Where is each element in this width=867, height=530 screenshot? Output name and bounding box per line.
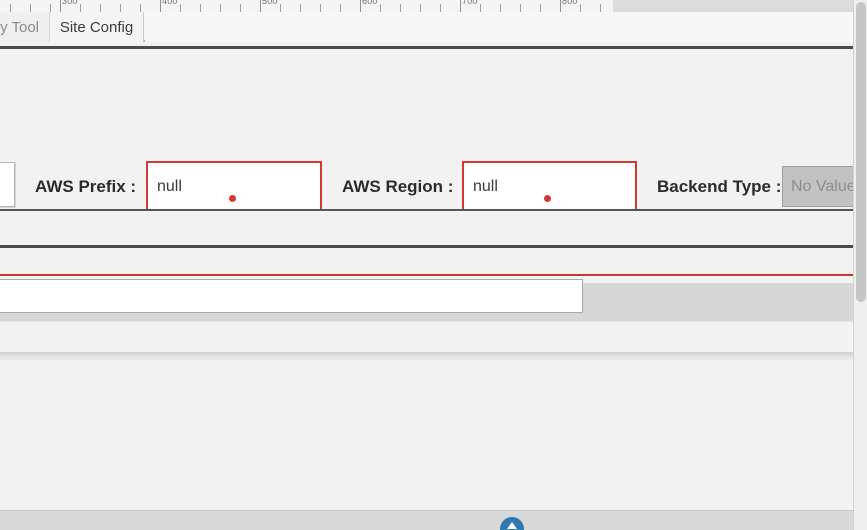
tab-bar-filler [145, 12, 867, 42]
ruler-tick [440, 4, 441, 12]
aws-prefix-required-marker [229, 195, 236, 202]
horizontal-ruler: 300 400 500 600 700 800 [0, 0, 867, 13]
status-bar [0, 510, 867, 530]
content-panel-lower [0, 360, 867, 510]
config-form-row: AWS Prefix : null AWS Region : null Back… [0, 49, 867, 212]
ruler-tick [480, 4, 481, 12]
ruler-tick [400, 4, 401, 12]
ruler-tick [140, 4, 141, 12]
ruler-tick-major [560, 0, 561, 12]
ruler-tick-major [460, 0, 461, 12]
ruler-tick [520, 4, 521, 12]
tab-bar: y Tool Site Config [0, 12, 867, 42]
search-input[interactable] [0, 279, 583, 313]
aws-region-label: AWS Region : [342, 177, 454, 196]
aws-region-value: null [473, 177, 498, 195]
ruler-label: 700 [462, 0, 478, 6]
ruler-label: 400 [162, 0, 178, 6]
ruler-tick [320, 4, 321, 12]
vertical-scrollbar[interactable] [853, 0, 867, 530]
ruler-tick [200, 4, 201, 12]
ruler-tick [180, 4, 181, 12]
ruler-tick-major [260, 0, 261, 12]
aws-prefix-label: AWS Prefix : [35, 177, 137, 196]
ruler-tick-major [360, 0, 361, 12]
mid-section [0, 211, 867, 246]
ruler-tick [120, 4, 121, 12]
backend-type-label: Backend Type : [657, 177, 782, 196]
ruler-label: 600 [362, 0, 378, 6]
ruler-label: 800 [562, 0, 578, 6]
ruler-tick [540, 4, 541, 12]
lower-section [0, 249, 867, 281]
ruler-tick [300, 4, 301, 12]
content-panel-upper [0, 321, 867, 352]
ruler-inactive-zone [613, 0, 867, 12]
error-divider [0, 274, 867, 276]
header-divider [0, 46, 867, 49]
ruler-tick-major [60, 0, 61, 12]
ruler-label: 300 [62, 0, 78, 6]
ruler-tick [500, 4, 501, 12]
section-divider-top [0, 209, 867, 211]
offscreen-input-partial[interactable] [0, 162, 15, 207]
section-divider-bottom [0, 245, 867, 248]
ruler-tick [340, 4, 341, 12]
aws-prefix-value: null [157, 177, 182, 195]
tab-label: Site Config [59, 18, 134, 36]
ruler-tick [100, 4, 101, 12]
aws-prefix-input[interactable]: null [146, 161, 322, 212]
ruler-tick [600, 4, 601, 12]
arrow-glyph [507, 522, 517, 529]
scrollbar-thumb[interactable] [856, 2, 866, 302]
aws-region-input[interactable]: null [462, 161, 637, 212]
ruler-tick [420, 4, 421, 12]
tab-label: y Tool [0, 18, 39, 36]
tab-site-config[interactable]: Site Config [49, 12, 144, 42]
info-up-arrow-icon[interactable] [500, 517, 524, 530]
tab-query-tool[interactable]: y Tool [0, 12, 50, 42]
ruler-tick [10, 4, 11, 12]
ruler-tick [220, 4, 221, 12]
ruler-tick [580, 4, 581, 12]
ruler-tick [380, 4, 381, 12]
backend-type-value: No Value [791, 177, 856, 195]
backend-type-select[interactable]: No Value [782, 166, 867, 207]
ruler-tick [80, 4, 81, 12]
aws-region-required-marker [544, 195, 551, 202]
ruler-tick [240, 4, 241, 12]
ruler-tick [50, 4, 51, 12]
ruler-tick [30, 4, 31, 12]
ruler-label: 500 [262, 0, 278, 6]
ruler-tick-major [160, 0, 161, 12]
ruler-tick [280, 4, 281, 12]
ruler-active-zone [0, 0, 613, 12]
